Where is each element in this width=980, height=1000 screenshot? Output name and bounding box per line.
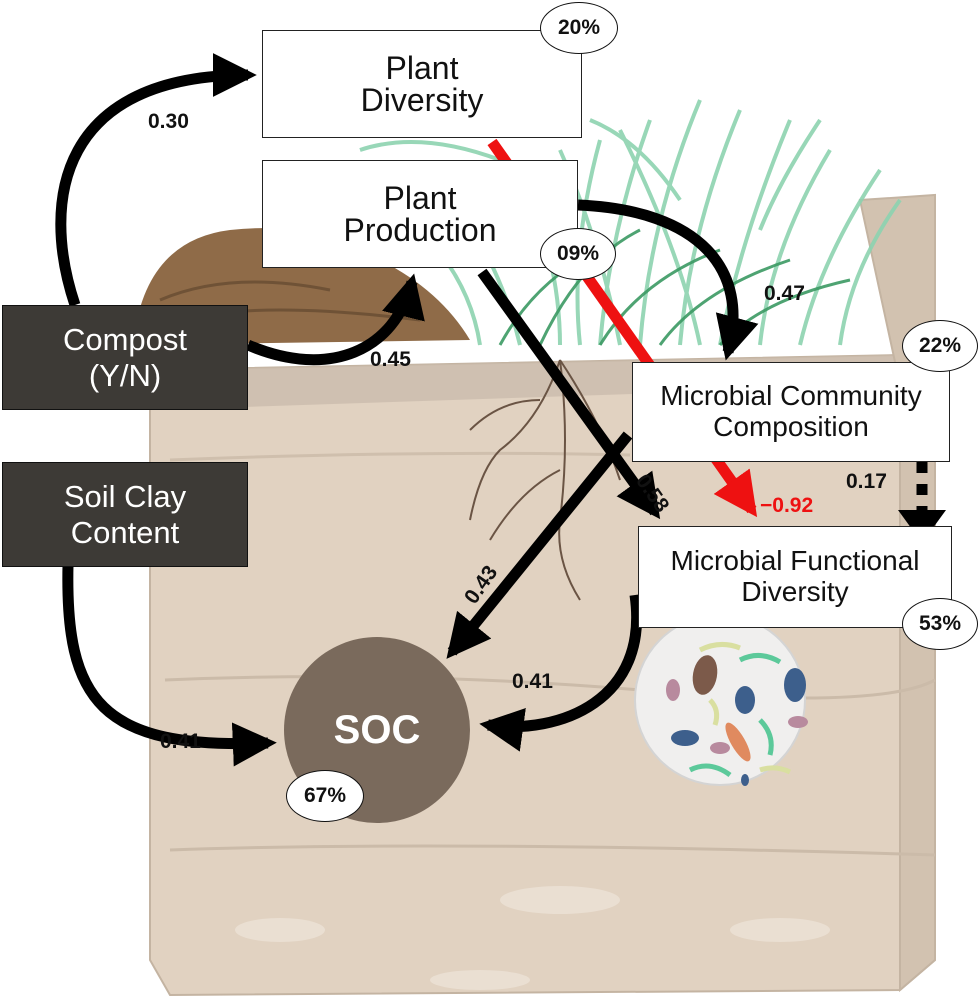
coef-compost-to-diversity: 0.30 (148, 110, 189, 133)
arrow-production-to-community (577, 199, 759, 361)
node-microbial-functional: Microbial Functional Diversity (638, 526, 952, 628)
r2-plant-production: 09% (540, 228, 616, 280)
arrow-compost-to-diversity (55, 53, 257, 307)
arrow-functional-to-soc (479, 594, 643, 752)
node-plant-production: Plant Production (262, 160, 578, 268)
node-plant-diversity: Plant Diversity (262, 30, 582, 138)
node-soil-clay: Soil Clay Content (2, 462, 248, 567)
r2-soc: 67% (286, 770, 364, 822)
arrow-production-to-functional (477, 268, 661, 520)
arrow-compost-to-production (245, 273, 425, 366)
coef-community-to-functional: 0.17 (846, 470, 887, 493)
r2-microbial-community: 22% (902, 320, 978, 372)
coef-diversity-to-functional: −0.92 (760, 494, 814, 517)
coef-compost-to-production: 0.45 (370, 348, 411, 371)
arrow-clay-to-soc (62, 564, 277, 767)
coef-production-to-community: 0.47 (764, 282, 805, 305)
coef-clay-to-soc: 0.41 (160, 730, 201, 753)
coef-functional-to-soc: 0.41 (512, 670, 553, 693)
arrow-community-to-soc (446, 431, 633, 659)
r2-microbial-functional: 53% (902, 598, 978, 650)
r2-plant-diversity: 20% (540, 2, 618, 54)
node-microbial-community: Microbial Community Composition (632, 362, 950, 462)
node-compost: Compost (Y/N) (2, 305, 248, 410)
